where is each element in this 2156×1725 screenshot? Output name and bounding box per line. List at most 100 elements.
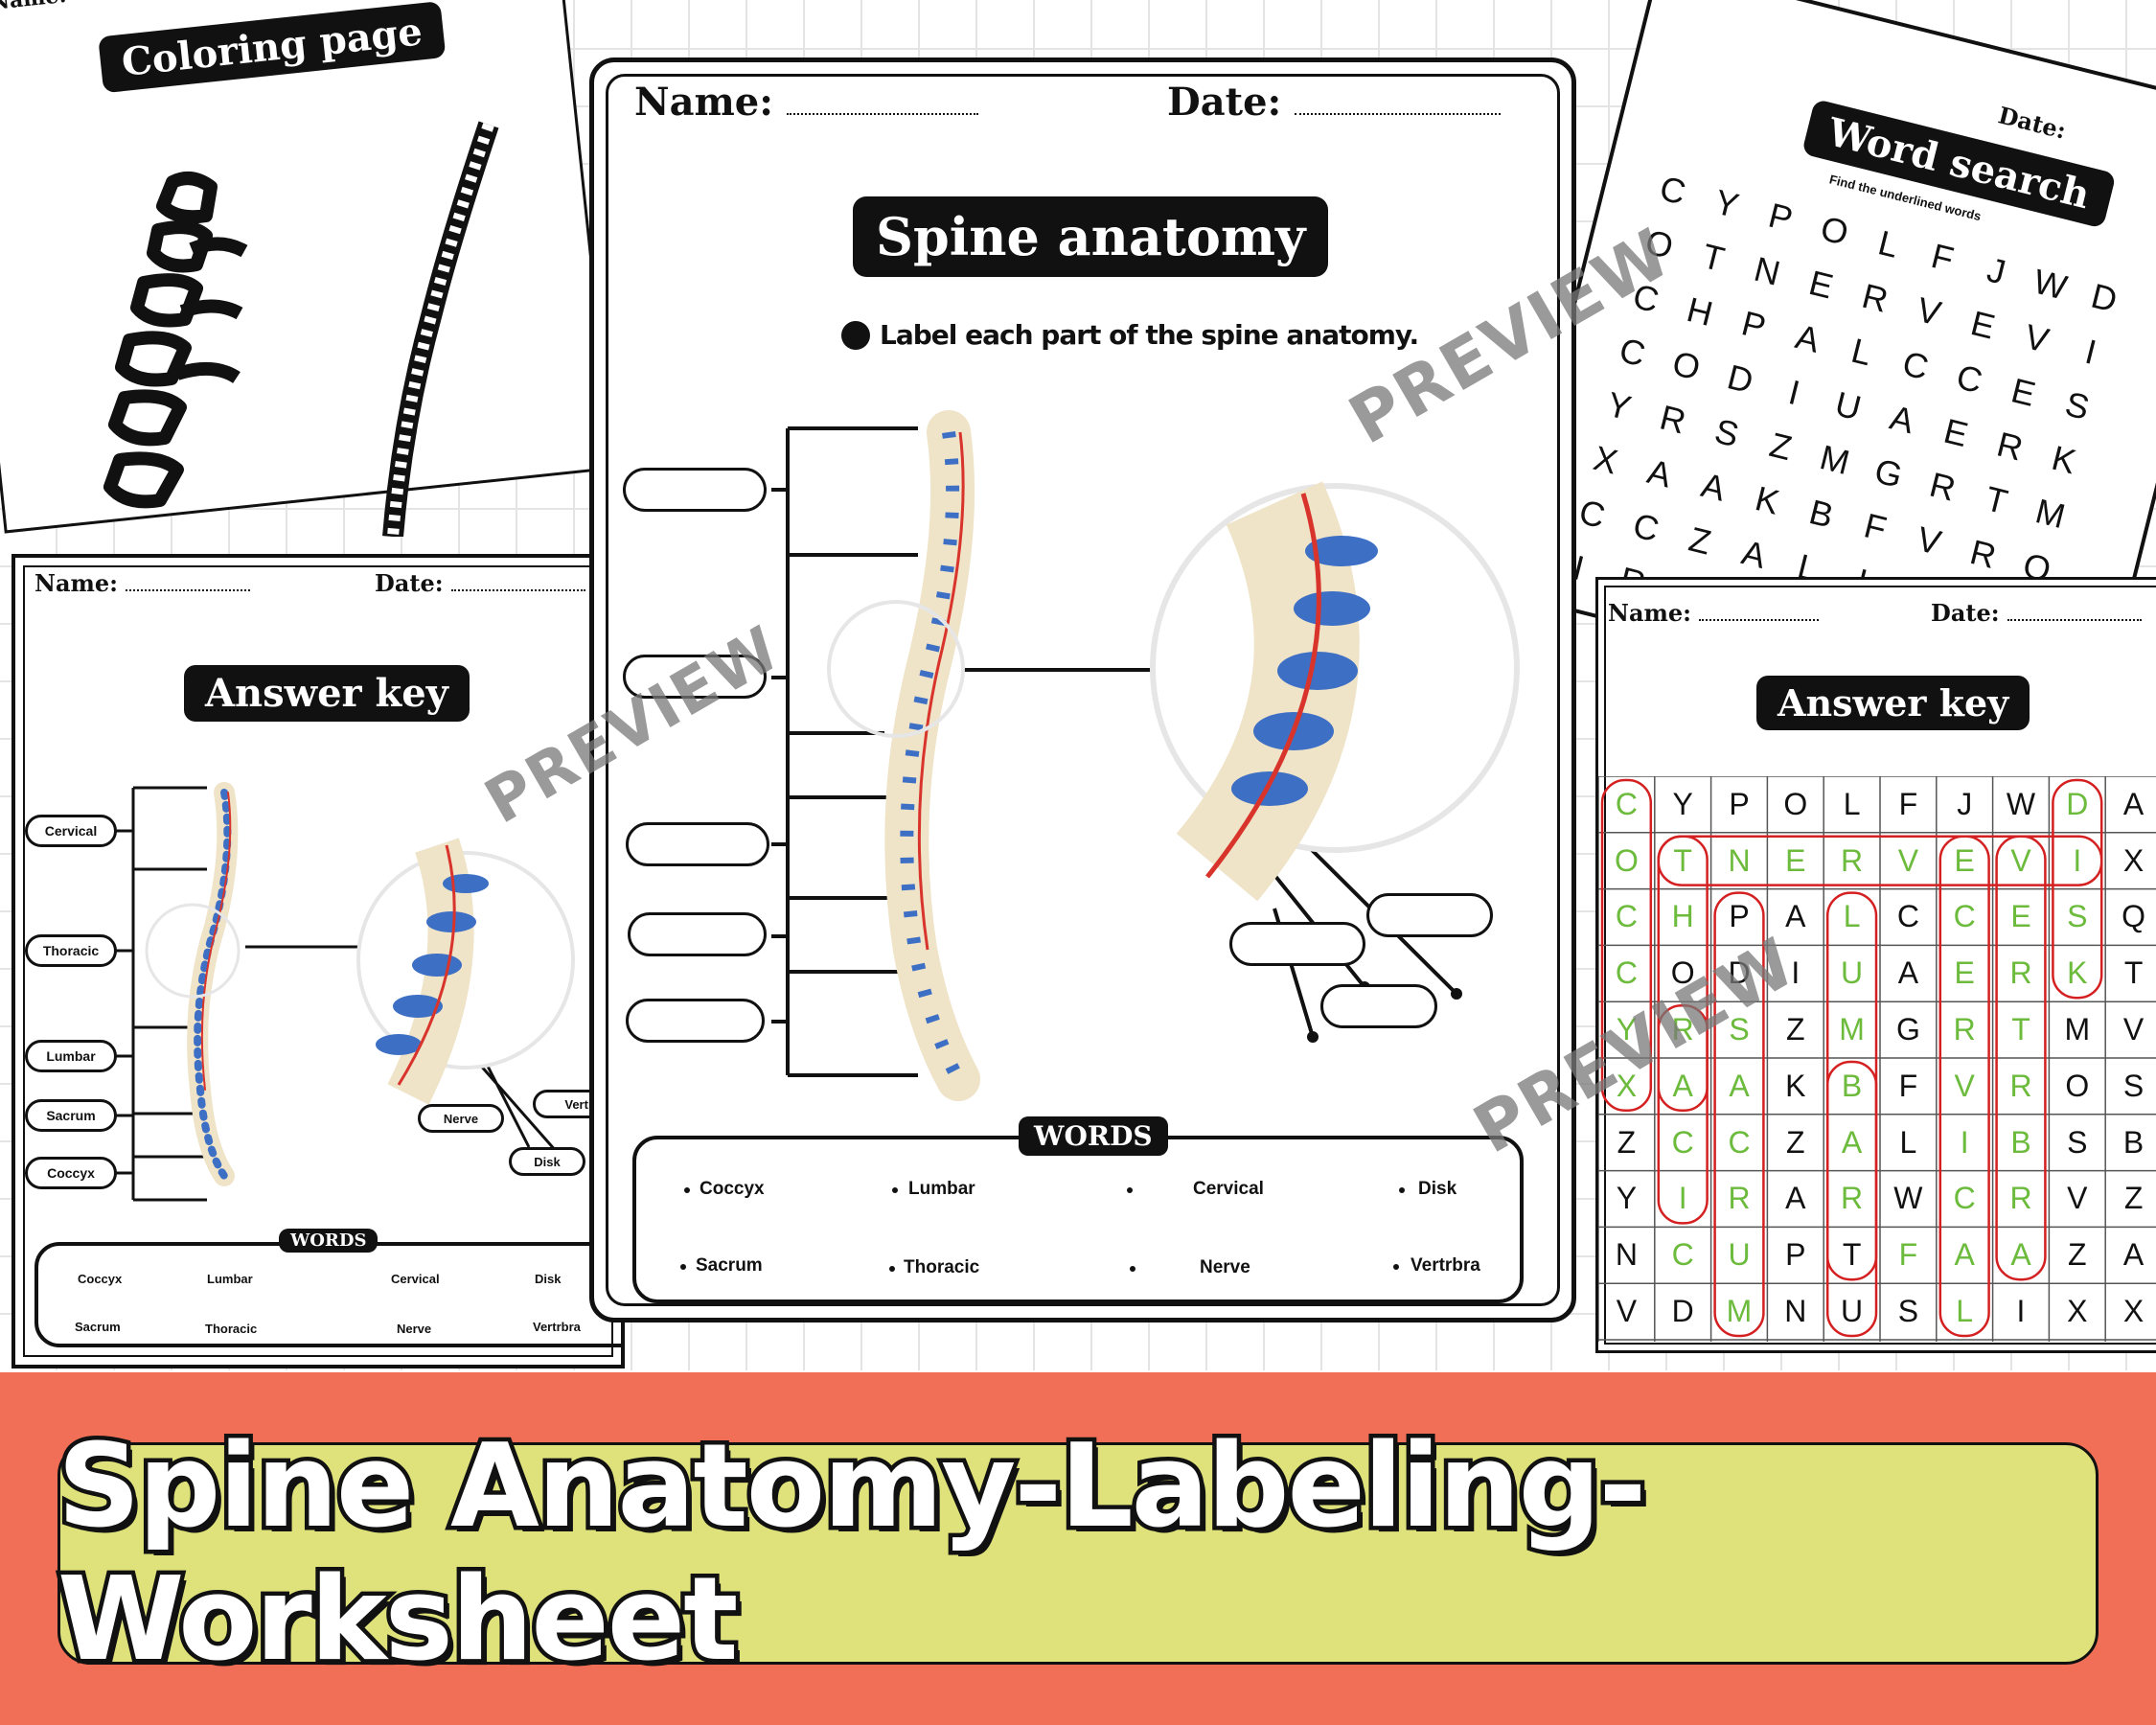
answer-letter: N bbox=[1728, 842, 1751, 878]
word-item: Cervical bbox=[1193, 1179, 1264, 1199]
words-title: WORDS bbox=[1019, 1116, 1168, 1156]
answer-letter: E bbox=[2010, 899, 2031, 934]
answer-letter: C bbox=[1615, 786, 1638, 821]
word-item: Sacrum bbox=[696, 1255, 763, 1276]
answer-letter: B bbox=[2122, 1124, 2145, 1160]
label-disk: Disk bbox=[509, 1147, 585, 1176]
answer-letter: T bbox=[2123, 955, 2144, 991]
answer-letter: O bbox=[1614, 842, 1639, 878]
answer-letter: P bbox=[1785, 1237, 1806, 1273]
name-label: Name: bbox=[1608, 599, 1692, 627]
name-field-dots[interactable] bbox=[786, 113, 978, 115]
answer-letter: R bbox=[2009, 1181, 2032, 1216]
answer-letter: C bbox=[1953, 1181, 1976, 1216]
pencil-icon bbox=[841, 320, 870, 350]
answer-letter: S bbox=[2067, 1124, 2088, 1160]
answer-letter: A bbox=[1785, 899, 1806, 934]
word-item: Vertrbra bbox=[1411, 1255, 1480, 1276]
answer-letter: X bbox=[2067, 1294, 2088, 1329]
answer-letter: V bbox=[2067, 1181, 2088, 1216]
answer-letter: A bbox=[2122, 786, 2145, 821]
answer-letter: X bbox=[2122, 842, 2145, 878]
answer-letter: J bbox=[1957, 786, 1973, 821]
answer-letter: U bbox=[1728, 1237, 1751, 1273]
word-item: Coccyx bbox=[700, 1179, 765, 1199]
answer-letter: E bbox=[1954, 955, 1975, 991]
answer-letter: Y bbox=[1616, 1012, 1638, 1047]
label-blank-lumbar[interactable] bbox=[626, 822, 769, 866]
name-field-dots[interactable] bbox=[126, 589, 251, 591]
answer-letter: C bbox=[1671, 1237, 1694, 1273]
answer-letter: D bbox=[2066, 786, 2089, 821]
words-title: WORDS bbox=[279, 1229, 378, 1253]
answer-letter: C bbox=[1615, 899, 1638, 934]
answer-letter: A bbox=[2010, 1237, 2031, 1273]
answer-key-title: Answer key bbox=[184, 665, 470, 722]
answer-letter: Z bbox=[1617, 1124, 1637, 1160]
word-item: Cervical bbox=[391, 1272, 440, 1286]
answer-letter: R bbox=[1953, 1012, 1976, 1047]
date-label: Date: bbox=[1167, 80, 1282, 125]
answer-letter: C bbox=[1728, 1124, 1751, 1160]
answer-letter: A bbox=[1672, 1068, 1693, 1103]
answer-letter: A bbox=[2122, 1237, 2145, 1273]
answer-letter: O bbox=[2065, 1068, 2090, 1103]
left-spine-diagram bbox=[82, 782, 575, 1202]
answer-letter: Z bbox=[1786, 1124, 1805, 1160]
banner-panel bbox=[57, 1442, 2099, 1665]
word-item: Thoracic bbox=[205, 1322, 258, 1336]
date-field-dots[interactable] bbox=[450, 589, 585, 591]
answer-letter: O bbox=[1783, 786, 1808, 821]
answer-letter: F bbox=[1898, 1068, 1918, 1103]
coloring-page-title: Coloring page bbox=[98, 1, 447, 94]
answer-letter: D bbox=[1728, 955, 1751, 991]
label-blank-thoracic[interactable] bbox=[623, 655, 767, 699]
answer-key-title: Answer key bbox=[1756, 676, 2030, 730]
answer-letter: L bbox=[1899, 1124, 1917, 1160]
label-coccyx: Coccyx bbox=[25, 1157, 117, 1189]
label-sacrum: Sacrum bbox=[25, 1099, 117, 1132]
answer-letter: L bbox=[1843, 899, 1861, 934]
answer-letter: I bbox=[1791, 955, 1800, 991]
answer-letter: S bbox=[2122, 1068, 2145, 1103]
answer-letter: U bbox=[1841, 1294, 1864, 1329]
name-label: Name: bbox=[34, 569, 119, 597]
label-blank-coccyx[interactable] bbox=[626, 999, 765, 1043]
answer-letter: U bbox=[1841, 955, 1864, 991]
answer-letter: T bbox=[2011, 1012, 2030, 1047]
answer-letter: V bbox=[2122, 1012, 2145, 1047]
answer-letter: A bbox=[1841, 1124, 1863, 1160]
answer-grid-lines bbox=[1598, 776, 2156, 1342]
date-label: Date: bbox=[1995, 101, 2069, 145]
answer-key-left-sheet: Name: Date: Answer key Cervical Thoracic… bbox=[11, 554, 625, 1368]
name-field-dots[interactable] bbox=[1699, 619, 1820, 621]
word-item: Disk bbox=[1418, 1179, 1457, 1199]
word-item: Thoracic bbox=[904, 1257, 980, 1277]
answer-letter: I bbox=[2073, 842, 2082, 878]
name-label: Name: bbox=[634, 80, 774, 125]
spine-anatomy-sheet: Name: Date: Spine anatomy Label each par… bbox=[589, 58, 1576, 1322]
answer-letter: W bbox=[1893, 1181, 1923, 1216]
label-blank-sacrum[interactable] bbox=[628, 912, 767, 956]
label-blank-cervical[interactable] bbox=[623, 468, 767, 512]
label-blank-disk[interactable] bbox=[1229, 922, 1365, 966]
answer-letter: R bbox=[2009, 1068, 2032, 1103]
answer-letter: G bbox=[1895, 1012, 1920, 1047]
answer-letter: Q bbox=[2122, 899, 2146, 934]
word-item: Coccyx bbox=[78, 1272, 123, 1286]
date-field-dots[interactable] bbox=[1295, 113, 1502, 115]
date-field-dots[interactable] bbox=[2007, 619, 2142, 621]
answer-letter: A bbox=[1954, 1237, 1975, 1273]
answer-letter: L bbox=[1843, 786, 1861, 821]
label-blank-vertebra[interactable] bbox=[1366, 893, 1493, 937]
left-spine bbox=[187, 782, 239, 1186]
answer-letter: M bbox=[1839, 1012, 1865, 1047]
answer-letter: I bbox=[1678, 1181, 1687, 1216]
word-bullets bbox=[680, 1187, 1405, 1272]
label-blank-nerve[interactable] bbox=[1320, 984, 1437, 1028]
answer-letter: K bbox=[1785, 1068, 1806, 1103]
answer-letter: N bbox=[1784, 1294, 1807, 1329]
answer-letter: P bbox=[1729, 786, 1750, 821]
date-label: Date: bbox=[375, 569, 444, 597]
answer-letter: C bbox=[1615, 955, 1638, 991]
